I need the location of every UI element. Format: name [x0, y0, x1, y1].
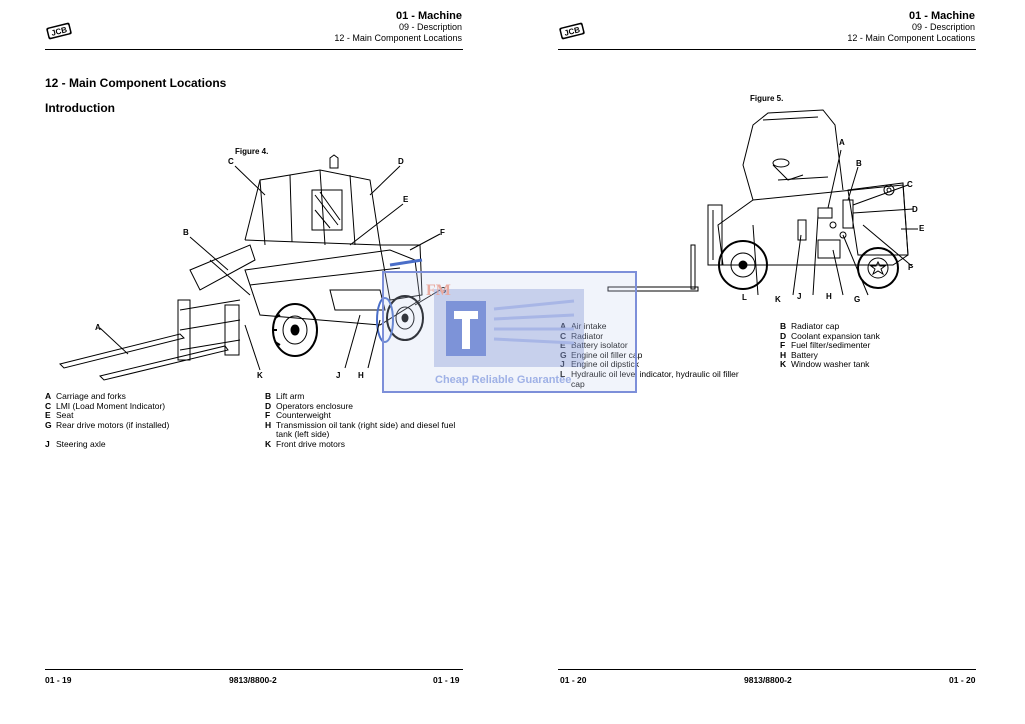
- header-chapter: 01 - Machine: [908, 10, 975, 22]
- footer-page-number: 01 - 19: [45, 675, 72, 685]
- footer-page-number-right: 01 - 20: [949, 675, 976, 685]
- legend-item-continued: cap: [571, 378, 585, 389]
- header-topic: 12 - Main Component Locations: [847, 33, 975, 43]
- footer-page-number-right: 01 - 19: [433, 675, 460, 685]
- callout-k: K: [775, 295, 781, 304]
- watermark-box: [382, 271, 637, 393]
- watermark-wrench-icon: [434, 289, 584, 367]
- callout-j: J: [336, 371, 341, 380]
- page-header: 01 - Machine 09 - Description 12 - Main …: [334, 11, 462, 44]
- section-heading: Introduction: [45, 101, 115, 115]
- footer-doc-number: 9813/8800-2: [744, 675, 792, 685]
- footer-page-number: 01 - 20: [560, 675, 587, 685]
- callout-h: H: [358, 371, 364, 380]
- jcb-logo-icon: JCB: [559, 22, 585, 40]
- callout-j: J: [797, 292, 802, 301]
- callout-d: D: [398, 157, 404, 166]
- callout-c: C: [907, 180, 913, 189]
- callout-d: D: [912, 205, 918, 214]
- callout-e: E: [919, 224, 925, 233]
- footer-divider: [45, 669, 463, 670]
- callout-e: E: [403, 195, 409, 204]
- legend-item-continued: tank (left side): [276, 429, 330, 440]
- header-divider: [558, 49, 976, 50]
- header-divider: [45, 49, 463, 50]
- figure-4-label: Figure 4.: [235, 147, 269, 156]
- callout-f: F: [908, 263, 913, 272]
- callout-b: B: [183, 228, 189, 237]
- callout-a: A: [95, 323, 101, 332]
- left-page: JCB 01 - Machine 09 - Description 12 - M…: [0, 0, 512, 724]
- legend-item: GEngine oil filler cap: [560, 349, 643, 360]
- callout-g: G: [440, 286, 446, 295]
- figure-4-forklift-illustration: [59, 154, 441, 381]
- figure-5-label: Figure 5.: [750, 94, 784, 103]
- svg-text:JCB: JCB: [563, 25, 581, 38]
- header-section: 09 - Description: [911, 22, 975, 32]
- callout-f: F: [440, 228, 445, 237]
- footer-divider: [558, 669, 976, 670]
- jcb-logo-icon: JCB: [46, 22, 72, 40]
- callout-c: C: [228, 157, 234, 166]
- header-chapter: 01 - Machine: [395, 10, 462, 22]
- watermark-text: Cheap Reliable Guarantee: [435, 374, 572, 386]
- callout-b: B: [856, 159, 862, 168]
- callout-k: K: [257, 371, 263, 380]
- header-topic: 12 - Main Component Locations: [334, 33, 462, 43]
- legend-item: CRadiator: [560, 330, 604, 341]
- footer-doc-number: 9813/8800-2: [229, 675, 277, 685]
- page-header: 01 - Machine 09 - Description 12 - Main …: [847, 11, 975, 44]
- callout-g: G: [854, 295, 861, 304]
- figure-5-forklift-illustration: [607, 109, 918, 296]
- right-page: JCB 01 - Machine 09 - Description 12 - M…: [513, 0, 1025, 724]
- legend-item: EBattery isolator: [560, 340, 628, 351]
- watermark-logo: FM: [426, 282, 451, 299]
- callout-a: A: [839, 138, 845, 147]
- callout-l: L: [742, 293, 747, 302]
- header-section: 09 - Description: [398, 22, 462, 32]
- svg-text:JCB: JCB: [50, 25, 68, 38]
- page-title: 12 - Main Component Locations: [45, 76, 227, 90]
- legend-item: JEngine oil dipstick: [560, 359, 640, 370]
- callout-h: H: [826, 292, 832, 301]
- figure-5-legend-left: AAir intake CRadiator EBattery isolator …: [560, 321, 760, 389]
- legend-item: AAir intake: [560, 321, 607, 331]
